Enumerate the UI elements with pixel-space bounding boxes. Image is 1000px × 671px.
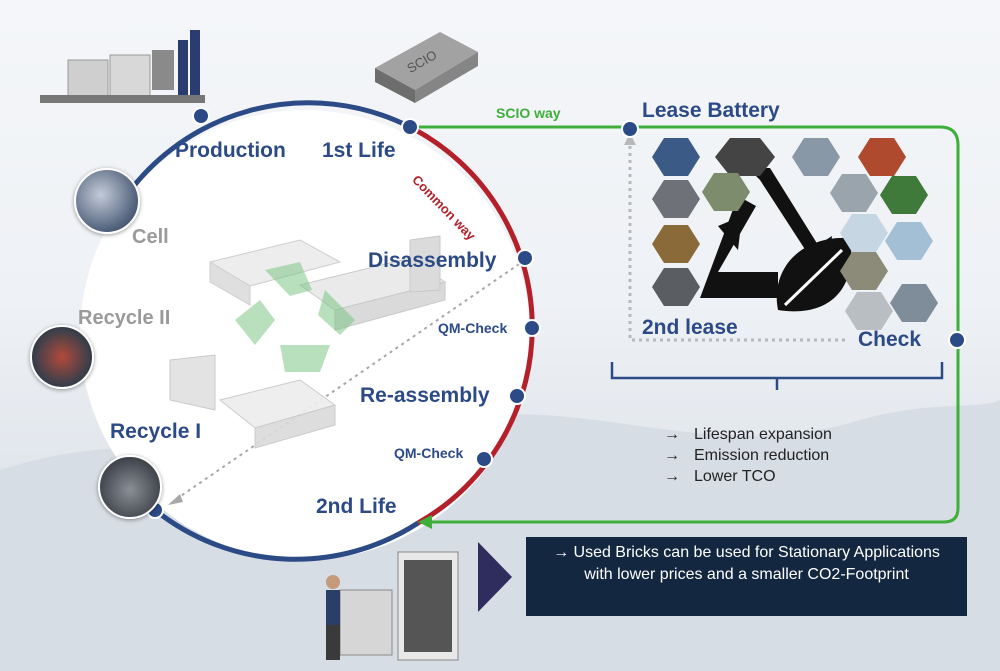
node-check	[948, 331, 966, 349]
label-first-life: 1st Life	[322, 139, 396, 162]
benefit-item: → Lifespan expansion	[664, 424, 832, 445]
node-lease-battery	[621, 120, 639, 138]
label-second-lease: 2nd lease	[642, 316, 738, 339]
arrow-icon: →	[664, 447, 680, 464]
production-machines-image	[40, 30, 205, 103]
label-qm-check-2: QM-Check	[394, 445, 464, 461]
node-production	[192, 107, 210, 125]
arrow-icon: →	[664, 426, 680, 443]
label-recycle-2: Recycle II	[78, 307, 171, 329]
vehicle-hex-15	[890, 284, 938, 322]
stationary-storage-image	[326, 551, 459, 661]
label-second-life: 2nd Life	[316, 495, 397, 518]
label-disassembly: Disassembly	[368, 249, 497, 272]
recycle-dotted-arrowhead	[168, 494, 183, 505]
vehicle-hex-13	[652, 268, 700, 306]
cell-photo	[74, 168, 140, 234]
recycle-symbol	[700, 168, 832, 298]
label-cell: Cell	[132, 226, 169, 248]
label-check: Check	[858, 328, 922, 351]
node-first-life	[401, 118, 419, 136]
scio-way-line	[410, 125, 960, 524]
label-recycle-1: Recycle I	[110, 420, 202, 443]
arrow-icon: →	[664, 468, 680, 485]
label-qm-check-1: QM-Check	[438, 320, 508, 336]
lifecycle-circle	[80, 110, 530, 560]
benefits-list: →Lifespan expansion →Emission reduction …	[664, 424, 832, 487]
benefit-item: → Lower TCO	[664, 466, 832, 487]
callout-pointer	[478, 542, 512, 612]
vehicle-hex-12	[840, 252, 888, 290]
recycle-2-photo	[30, 325, 94, 389]
label-lease-battery: Lease Battery	[642, 99, 780, 122]
label-reassembly: Re-assembly	[360, 384, 490, 407]
lease-loop-arrowhead	[624, 133, 636, 145]
recycle-1-photo	[98, 455, 162, 519]
leaf-icon	[776, 237, 852, 312]
production-arc	[115, 100, 412, 210]
lease-loop-dotted	[628, 140, 845, 342]
node-qm-check-1	[523, 319, 541, 337]
recycle-dotted-arrow	[174, 259, 526, 501]
exploded-battery-pack	[169, 235, 447, 449]
benefit-text: Emission reduction	[694, 447, 830, 464]
scio-way-arrowhead	[418, 515, 432, 529]
callout-text: → Used Bricks can be used for Stationary…	[553, 544, 940, 583]
node-reassembly	[508, 387, 526, 405]
node-qm-check-2	[475, 450, 493, 468]
benefit-text: Lifespan expansion	[694, 426, 832, 443]
label-production: Production	[175, 139, 286, 162]
stationary-callout: → Used Bricks can be used for Stationary…	[526, 537, 967, 616]
benefit-text: Lower TCO	[694, 468, 776, 485]
vehicle-hex-14	[845, 292, 893, 330]
battery-module-image	[375, 32, 478, 103]
benefit-item: → Emission reduction	[664, 445, 832, 466]
node-disassembly	[516, 249, 534, 267]
second-life-arc	[153, 508, 420, 562]
lease-bracket	[610, 362, 944, 390]
label-scio-way: SCIO way	[496, 105, 561, 121]
